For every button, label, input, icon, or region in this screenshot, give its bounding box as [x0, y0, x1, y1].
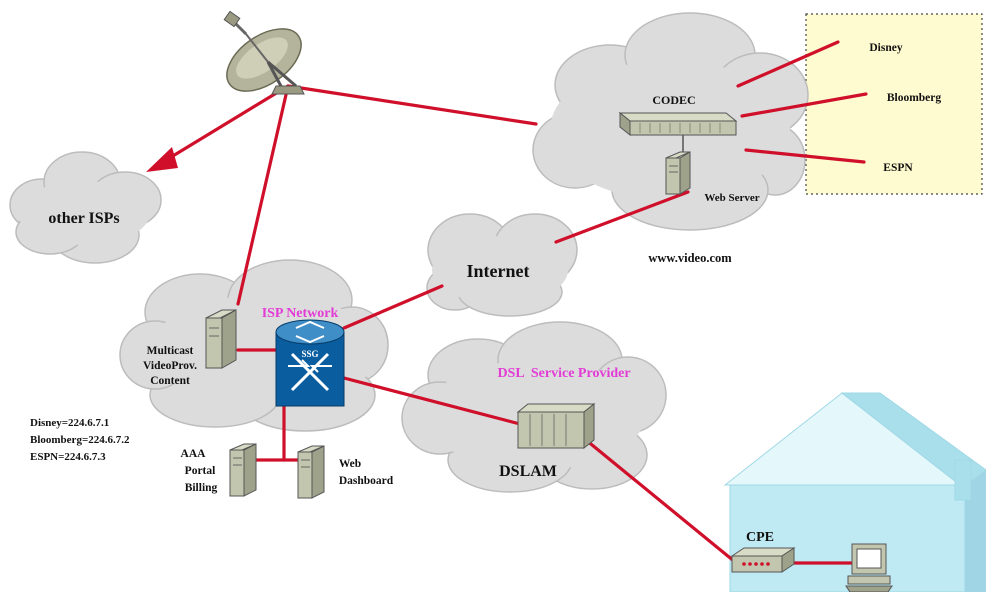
dslam-device-icon [516, 402, 596, 450]
link-channel-espn [744, 148, 866, 164]
multicast-address: Bloomberg=224.6.7.2 [30, 434, 130, 446]
link-channel-disney [736, 40, 840, 88]
link-webserver-internet [554, 190, 690, 244]
aaa-label: AAA Portal Billing [181, 448, 218, 494]
web-server-label: Web Server [704, 192, 759, 204]
channel-bloomberg: Bloomberg [887, 92, 942, 104]
cpe-modem-icon [730, 547, 796, 573]
network-links [156, 40, 868, 568]
multicast-address: ESPN=224.6.7.3 [30, 451, 106, 463]
link-satellite-isp [236, 84, 290, 306]
multicast-address: Disney=224.6.7.1 [30, 417, 109, 429]
channel-espn: ESPN [883, 162, 913, 174]
web-dashboard-label: Web Dashboard [339, 458, 394, 487]
dashboard-server-icon [297, 445, 325, 499]
web-dashboard-label-line: Web [339, 458, 361, 470]
multicast-address-list: Disney=224.6.7.1 Bloomberg=224.6.7.2 ESP… [30, 417, 130, 463]
cloud-other-isps [9, 151, 162, 264]
ssg-router-icon: SSG [275, 319, 345, 407]
multicast-label-line: Multicast [147, 345, 194, 357]
codec-device-icon [618, 111, 738, 137]
multicast-label-line: Content [150, 375, 190, 387]
link-satellite-codec [286, 84, 538, 126]
cloud-label-other-isps: other ISPs [48, 210, 119, 227]
aaa-server-icon [229, 443, 257, 497]
link-satellite-other-isps [156, 84, 290, 167]
cloud-label-internet: Internet [467, 261, 530, 281]
arrowhead-other-isps [146, 147, 178, 172]
multicast-server-icon [205, 309, 237, 369]
aaa-label-line: AAA [181, 448, 207, 460]
multicast-label: Multicast VideoProv. Content [143, 345, 197, 387]
cloud-dsl-provider [401, 321, 667, 493]
multicast-label-line: VideoProv. [143, 360, 197, 372]
cloud-label-dsl-provider: DSL Service Provider [497, 366, 630, 381]
cpe-label: CPE [746, 530, 774, 545]
link-dslam-cpe [584, 438, 742, 568]
video-site-label: www.video.com [648, 251, 732, 265]
cloud-label-isp-network: ISP Network [262, 306, 339, 321]
cloud-internet [426, 213, 578, 317]
satellite-dish-icon [223, 10, 305, 95]
cloud-video-provider [532, 12, 809, 231]
aaa-label-line: Billing [185, 482, 218, 494]
house-icon [723, 392, 986, 592]
dslam-label: DSLAM [499, 463, 557, 480]
link-isp-internet [342, 284, 444, 330]
ssg-label: SSG [301, 349, 318, 359]
channel-disney: Disney [869, 42, 902, 54]
link-ssg-dslam [342, 376, 522, 426]
link-channel-bloomberg [740, 92, 868, 118]
web-dashboard-label-line: Dashboard [339, 475, 394, 487]
web-server-icon [665, 151, 691, 195]
aaa-label-line: Portal [185, 465, 216, 477]
codec-label: CODEC [652, 93, 695, 107]
pc-icon [845, 543, 893, 592]
